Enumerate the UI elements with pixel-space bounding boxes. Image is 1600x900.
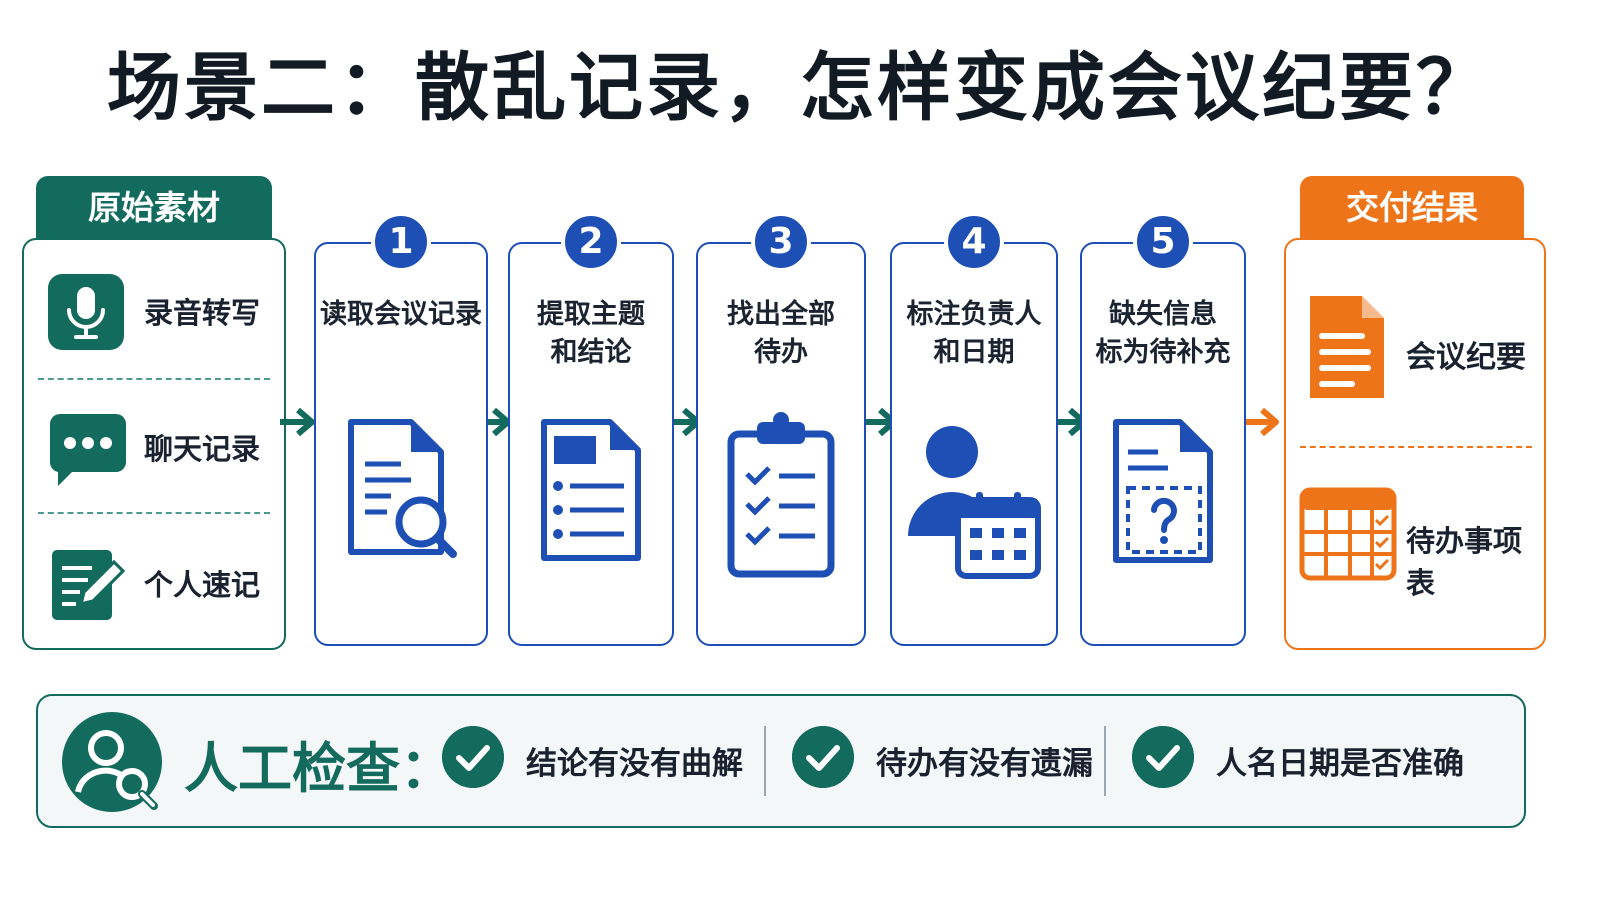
check-item-label: 人名日期是否准确 [1216, 746, 1464, 782]
result-item-label: 待办事项表 [1406, 524, 1523, 600]
divider [38, 512, 270, 514]
result-panel: 会议纪要 待办事项表 [1284, 238, 1546, 650]
source-panel: 录音转写 聊天记录 个人速记 [22, 238, 286, 650]
notes-pen-icon [52, 550, 126, 620]
step-label: 读取会议记录 [316, 296, 486, 334]
microphone-icon [48, 274, 124, 350]
step-5-card: 5 缺失信息 标为待补充 [1080, 212, 1246, 646]
step-label-line: 和结论 [550, 337, 632, 368]
step-label-line: 标注负责人 [906, 299, 1042, 330]
human-check-bar: 人工检查： 结论有没有曲解 待办有没有遗漏 人名日期是否准确 [36, 694, 1526, 828]
step-label: 标注负责人 和日期 [892, 296, 1056, 372]
check-item-label: 结论有没有曲解 [526, 746, 743, 782]
divider [1300, 446, 1532, 448]
step-2-card: 2 提取主题 和结论 [508, 212, 674, 646]
source-header: 原始素材 [36, 176, 272, 242]
document-icon [1310, 296, 1384, 398]
document-list-icon [541, 419, 641, 561]
step-1-card: 1 读取会议记录 [314, 212, 488, 646]
check-circle-icon [792, 726, 854, 788]
step-label-line: 标为待补充 [1095, 337, 1231, 368]
person-calendar-icon [908, 426, 1041, 579]
clipboard-checklist-icon [727, 412, 835, 578]
step-4-card: 4 标注负责人 和日期 [890, 212, 1058, 646]
page-title: 场景二：散乱记录，怎样变成会议纪要？ [107, 45, 1493, 131]
source-item-label: 录音转写 [144, 296, 261, 330]
step-label-line: 找出全部 [727, 299, 835, 330]
source-item-notes: 个人速记 [24, 522, 284, 642]
arrow-right-icon [1244, 407, 1279, 437]
step-label: 提取主题 和结论 [510, 296, 672, 372]
step-number: 2 [561, 212, 621, 272]
source-item-chat: 聊天记录 [24, 386, 284, 506]
document-question-icon [1113, 419, 1213, 563]
check-circle-icon [1132, 726, 1194, 788]
divider [764, 726, 766, 796]
check-circle-icon [442, 726, 504, 788]
check-item-label: 待办有没有遗漏 [876, 746, 1093, 782]
result-item-label: 会议纪要 [1406, 340, 1526, 375]
chat-bubble-icon [49, 414, 126, 486]
step-number: 1 [371, 212, 431, 272]
checklist-table-icon [1299, 487, 1397, 581]
step-3-card: 3 找出全部 待办 [696, 212, 866, 646]
arrow-right-icon [280, 407, 315, 437]
step-number: 5 [1133, 212, 1193, 272]
step-label-line: 待办 [754, 337, 808, 368]
divider [1104, 726, 1106, 796]
step-label-line: 提取主题 [537, 299, 645, 330]
step-number: 4 [944, 212, 1004, 272]
step-label: 缺失信息 标为待补充 [1082, 296, 1244, 372]
source-item-recording: 录音转写 [24, 250, 284, 370]
source-item-label: 聊天记录 [144, 432, 261, 466]
document-search-icon [348, 419, 457, 558]
step-label-line: 读取会议记录 [320, 299, 482, 330]
step-label-line: 和日期 [933, 337, 1015, 368]
divider [38, 378, 270, 380]
person-search-icon [62, 712, 162, 812]
step-label-line: 缺失信息 [1109, 299, 1217, 330]
step-label: 找出全部 待办 [698, 296, 864, 372]
check-title: 人工检查： [184, 737, 454, 800]
result-header: 交付结果 [1300, 176, 1524, 242]
step-number: 3 [751, 212, 811, 272]
source-item-label: 个人速记 [144, 568, 261, 602]
